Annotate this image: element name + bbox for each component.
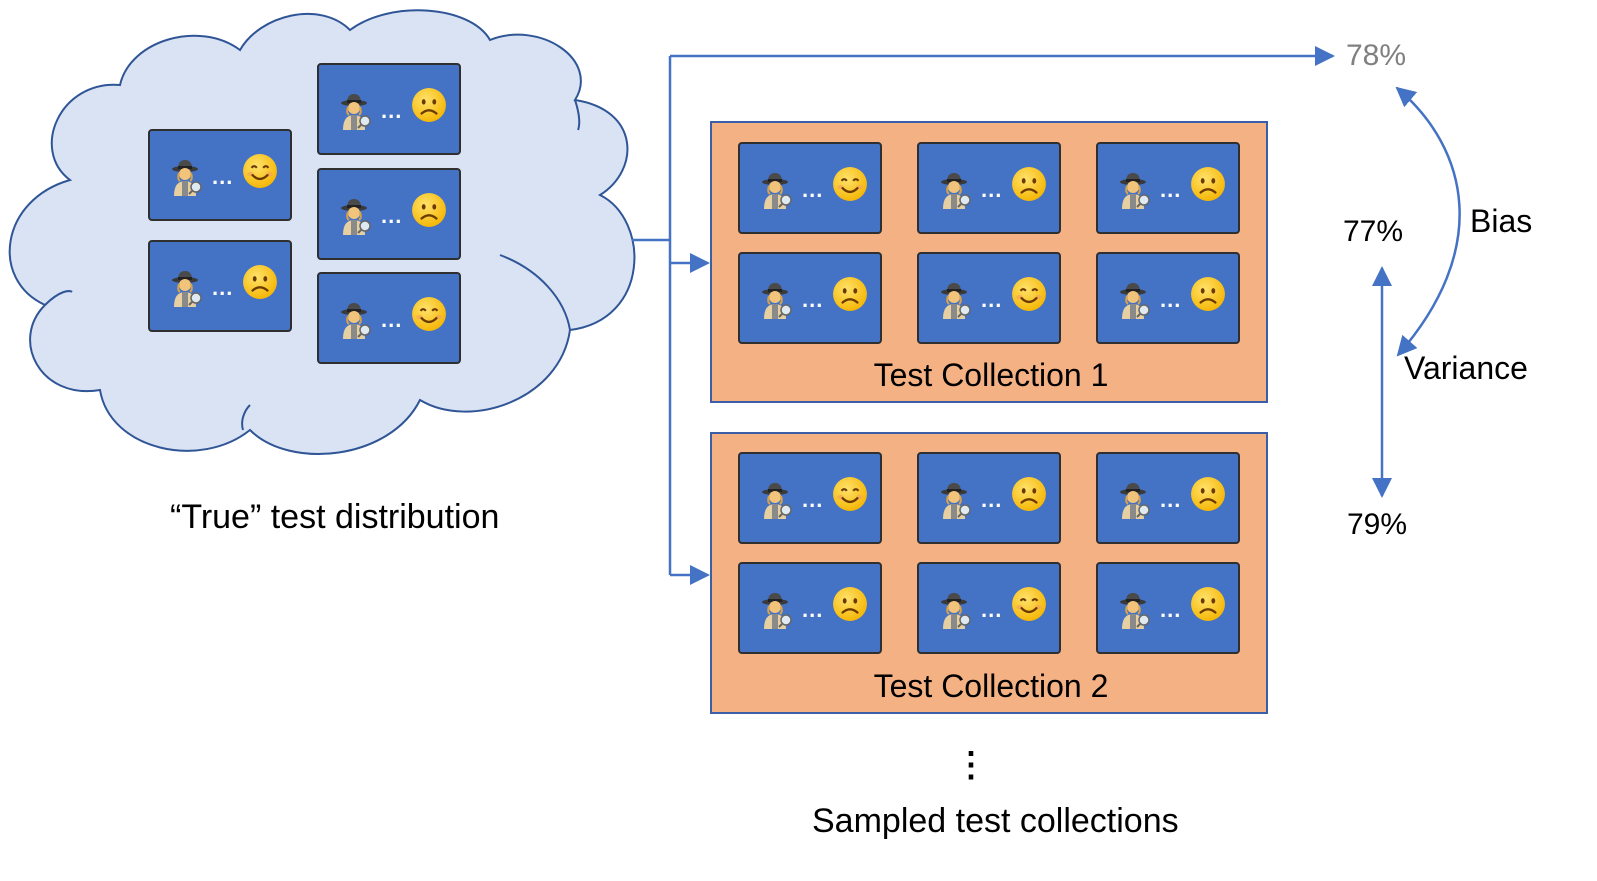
ellipsis-text: ... [1160,487,1182,512]
true-value-label: 78% [1346,39,1407,72]
connector-line [632,56,672,575]
frowning-face-icon [1190,586,1226,627]
frowning-face-icon [242,264,278,305]
sample-card: ... [738,252,882,344]
frowning-face-icon [1190,476,1226,517]
detective-woman-icon [170,159,204,202]
detective-woman-icon [760,172,794,215]
ellipsis-text: ... [981,177,1003,202]
ellipsis-text: ... [212,164,234,189]
sample-card: ... [148,240,292,332]
detective-woman-icon [170,270,204,313]
variance-label: Variance [1404,350,1528,386]
sample-card: ... [738,142,882,234]
sample-card: ... [1096,252,1240,344]
collection-2-label: Test Collection 2 [873,668,1109,704]
sample-card: ... [917,562,1061,654]
smiling-face-icon [242,153,278,194]
cloud-contour [44,290,73,306]
sample-card: ... [738,562,882,654]
ellipsis-text: ... [802,597,824,622]
sample-card: ... [317,63,461,155]
smiling-face-icon [1011,276,1047,317]
bias-arrow [1395,86,1461,357]
frowning-face-icon [411,87,447,128]
detective-woman-icon [939,482,973,525]
frowning-face-icon [1190,166,1226,207]
ellipsis-text: ... [802,487,824,512]
detective-woman-icon [760,282,794,325]
collection-1-value-label: 77% [1343,215,1404,248]
sampled-collections-label: Sampled test collections [812,802,1179,840]
detective-woman-icon [1118,592,1152,635]
smiling-face-icon [411,296,447,337]
frowning-face-icon [832,276,868,317]
detective-woman-icon [339,302,373,345]
detective-woman-icon [939,592,973,635]
smiling-face-icon [832,476,868,517]
ellipsis-text: ... [1160,597,1182,622]
ellipsis-text: ... [212,275,234,300]
detective-woman-icon [339,93,373,136]
more-collections-indicator: ⋮ [954,746,988,784]
true-distribution-label: “True” test distribution [170,498,500,536]
sample-card: ... [917,252,1061,344]
detective-woman-icon [760,482,794,525]
detective-woman-icon [939,282,973,325]
frowning-face-icon [832,586,868,627]
ellipsis-text: ... [1160,287,1182,312]
sample-card: ... [317,272,461,364]
smiling-face-icon [1011,586,1047,627]
frowning-face-icon [1011,166,1047,207]
ellipsis-text: ... [381,307,403,332]
sample-card: ... [738,452,882,544]
ellipsis-text: ... [381,98,403,123]
detective-woman-icon [1118,282,1152,325]
ellipsis-text: ... [1160,177,1182,202]
frowning-face-icon [1011,476,1047,517]
frowning-face-icon [411,192,447,233]
ellipsis-text: ... [981,287,1003,312]
collection-1-label: Test Collection 1 [873,357,1109,393]
sample-card: ... [917,452,1061,544]
sample-card: ... [1096,452,1240,544]
frowning-face-icon [1190,276,1226,317]
ellipsis-text: ... [802,287,824,312]
sample-card: ... [1096,562,1240,654]
detective-woman-icon [339,198,373,241]
detective-woman-icon [939,172,973,215]
collection-2-value-label: 79% [1347,508,1408,541]
sample-card: ... [148,129,292,221]
sample-card: ... [917,142,1061,234]
detective-woman-icon [1118,172,1152,215]
sample-card: ... [317,168,461,260]
detective-woman-icon [760,592,794,635]
ellipsis-text: ... [981,487,1003,512]
cloud-contour [574,99,581,131]
bias-label: Bias [1470,203,1533,239]
cloud-contour [241,404,251,431]
ellipsis-text: ... [981,597,1003,622]
smiling-face-icon [832,166,868,207]
cloud-contour [499,254,571,331]
ellipsis-text: ... [802,177,824,202]
detective-woman-icon [1118,482,1152,525]
sample-card: ... [1096,142,1240,234]
ellipsis-text: ... [381,203,403,228]
